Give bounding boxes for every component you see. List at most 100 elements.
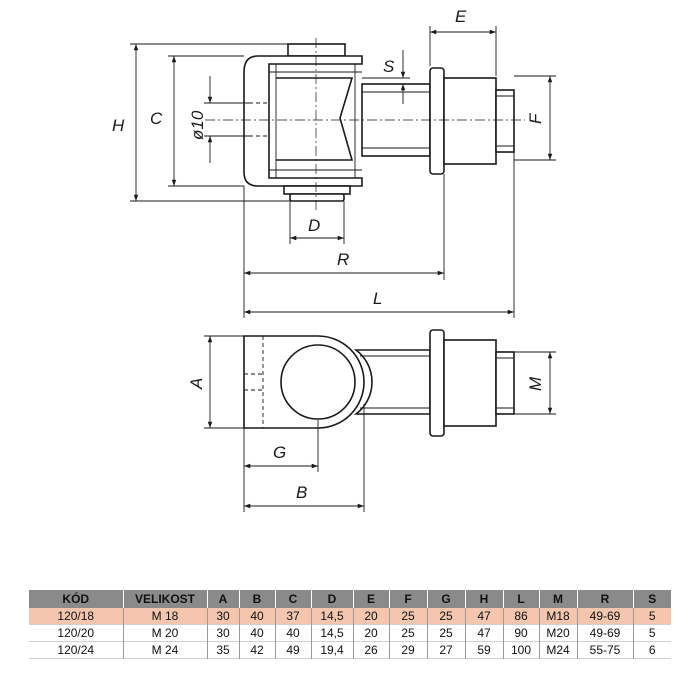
label-M: M bbox=[526, 376, 545, 391]
table-cell: 42 bbox=[239, 641, 276, 659]
table-cell: 25 bbox=[389, 624, 428, 642]
label-H: H bbox=[112, 116, 125, 135]
side-thread-end bbox=[495, 89, 515, 153]
table-cell: 49 bbox=[275, 641, 312, 659]
header-cell: VELIKOST bbox=[123, 590, 208, 608]
table-cell: 14,5 bbox=[311, 608, 354, 625]
table-cell: 100 bbox=[503, 641, 540, 659]
table-cell: 90 bbox=[503, 624, 540, 642]
table-header-row: KÓD VELIKOST A B C D E F G H L M R S bbox=[29, 590, 671, 608]
table-cell: M 20 bbox=[123, 624, 208, 642]
side-top-cap bbox=[287, 43, 346, 57]
table-cell: 120/24 bbox=[29, 641, 124, 659]
label-G: G bbox=[273, 443, 286, 462]
label-d10: ø10 bbox=[188, 110, 207, 140]
dim-L: L bbox=[244, 152, 515, 318]
dim-R: R bbox=[243, 174, 445, 318]
header-cell: KÓD bbox=[29, 590, 124, 608]
top-body bbox=[443, 339, 497, 427]
label-B: B bbox=[296, 483, 307, 502]
table-cell: 35 bbox=[207, 641, 240, 659]
table-cell: 20 bbox=[353, 624, 390, 642]
dim-A: A bbox=[187, 335, 244, 429]
table-cell: 120/20 bbox=[29, 624, 124, 642]
table-cell: 5 bbox=[633, 608, 671, 625]
side-pin-washer bbox=[283, 185, 351, 195]
top-view bbox=[243, 329, 515, 437]
table-cell: 40 bbox=[239, 624, 276, 642]
table-cell: M24 bbox=[539, 641, 578, 659]
header-cell: F bbox=[389, 590, 428, 608]
side-fork-body bbox=[243, 55, 363, 187]
header-cell: A bbox=[207, 590, 240, 608]
spec-table: KÓD VELIKOST A B C D E F G H L M R S 120… bbox=[29, 590, 671, 659]
header-cell: R bbox=[577, 590, 634, 608]
top-thread-end bbox=[495, 351, 515, 415]
table-cell: 49-69 bbox=[577, 608, 634, 625]
label-F: F bbox=[526, 112, 545, 124]
table-cell: 25 bbox=[389, 608, 428, 625]
top-nut-flange bbox=[429, 329, 445, 437]
header-cell: S bbox=[633, 590, 671, 608]
table-cell: 27 bbox=[427, 641, 466, 659]
table-cell: 120/18 bbox=[29, 608, 124, 625]
table-cell: 59 bbox=[465, 641, 504, 659]
table-cell: 47 bbox=[465, 608, 504, 625]
dim-D: D bbox=[289, 201, 345, 244]
table-cell: 5 bbox=[648, 626, 656, 640]
header-cell: C bbox=[275, 590, 312, 608]
table-cell: 37 bbox=[275, 608, 312, 625]
dim-E: E bbox=[429, 7, 497, 76]
dim-B: B bbox=[244, 404, 365, 512]
header-cell: G bbox=[427, 590, 466, 608]
table-cell: 30 bbox=[207, 624, 240, 642]
header-cell: D bbox=[311, 590, 354, 608]
label-C: C bbox=[150, 109, 163, 128]
header-cell: B bbox=[239, 590, 276, 608]
table-cell: 25 bbox=[427, 624, 466, 642]
dim-d10: ø10 bbox=[188, 76, 249, 163]
table-cell: 47 bbox=[465, 624, 504, 642]
top-eye-body bbox=[243, 335, 365, 429]
table-cell: 14,5 bbox=[311, 624, 354, 642]
table-cell: 25 bbox=[427, 608, 466, 625]
table-cell: M 24 bbox=[123, 641, 208, 659]
header-cell: E bbox=[353, 590, 390, 608]
side-body bbox=[443, 77, 497, 165]
table-cell: M20 bbox=[539, 624, 578, 642]
top-threaded-shaft bbox=[353, 349, 431, 415]
label-R: R bbox=[337, 250, 349, 269]
table-row: 120/18 M 18 30 40 37 14,5 20 25 25 47 86… bbox=[29, 608, 671, 625]
table-cell: M18 bbox=[539, 608, 578, 625]
table-cell: 86 bbox=[503, 608, 540, 625]
dim-M: M bbox=[514, 351, 556, 415]
table-cell: 19,4 bbox=[311, 641, 354, 659]
header-cell: L bbox=[503, 590, 540, 608]
table-row: 120/24 M 24 35 42 49 19,4 26 29 27 59 10… bbox=[29, 641, 671, 659]
table-cell: 30 bbox=[207, 608, 240, 625]
label-D: D bbox=[308, 216, 320, 235]
table-cell: 6 bbox=[648, 643, 656, 657]
table-cell: 29 bbox=[389, 641, 428, 659]
label-A: A bbox=[187, 378, 206, 390]
label-L: L bbox=[373, 289, 382, 308]
dim-F: F bbox=[514, 75, 556, 161]
table-cell: 40 bbox=[275, 624, 312, 642]
side-inner-holder bbox=[276, 77, 354, 161]
side-nut-flange bbox=[429, 67, 445, 175]
side-view bbox=[205, 38, 525, 210]
label-E: E bbox=[455, 7, 467, 26]
dim-H: H bbox=[112, 43, 290, 202]
header-cell: H bbox=[465, 590, 504, 608]
table-cell: M 18 bbox=[123, 608, 208, 625]
table-cell: 49-69 bbox=[577, 624, 634, 642]
table-row: 120/20 M 20 30 40 40 14,5 20 25 25 47 90… bbox=[29, 624, 671, 642]
table-cell: 55-75 bbox=[577, 641, 634, 659]
table-cell: 26 bbox=[353, 641, 390, 659]
dim-S: S bbox=[362, 50, 410, 104]
top-eye-hole bbox=[280, 344, 356, 420]
table-cell: 40 bbox=[239, 608, 276, 625]
label-S: S bbox=[383, 57, 395, 76]
technical-drawing: E S H C ø10 F D bbox=[112, 7, 556, 512]
dim-C: C bbox=[150, 55, 244, 187]
